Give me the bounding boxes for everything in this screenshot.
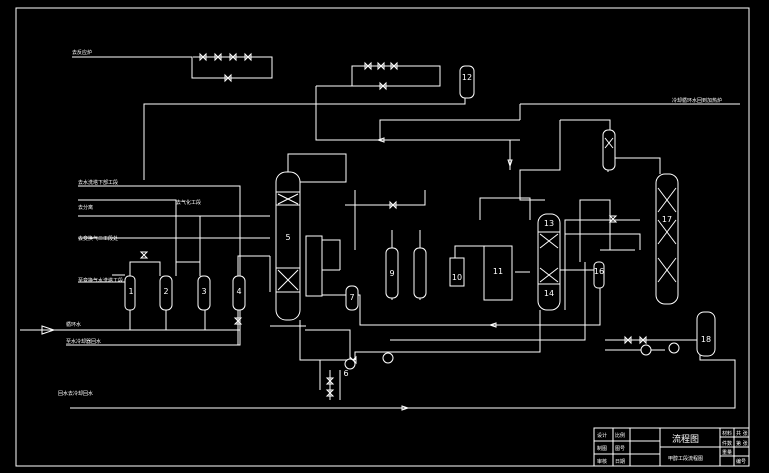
title-cell-weight: 重量 <box>722 449 732 456</box>
title-cell-sheet-no: 第 张 <box>736 440 748 447</box>
equipment <box>124 65 716 370</box>
piping <box>20 56 740 409</box>
title-cell-review: 审核 <box>597 458 607 465</box>
unit-16: 16 <box>594 267 604 276</box>
unit-12: 12 <box>462 73 472 82</box>
drawing-border <box>15 7 750 467</box>
stream-label-shift-gas: 去变换气二工段处 <box>78 235 118 242</box>
unit-9: 9 <box>389 269 394 278</box>
title-cell-drawing: 制图 <box>597 445 607 452</box>
stream-label-wash-tower: 去水洗塔下部工段 <box>78 179 118 186</box>
stream-label-to-reactor: 去反应炉 <box>72 49 92 56</box>
title-cell-material: 材料 <box>722 430 732 437</box>
unit-7: 7 <box>349 293 354 302</box>
unit-3: 3 <box>201 287 206 296</box>
stream-label-circulating-water: 循环水 <box>66 321 81 328</box>
unit-18: 18 <box>701 335 711 344</box>
title-cell-code: 编号 <box>736 458 746 465</box>
title-cell-scale: 比例 <box>615 432 625 439</box>
stream-label-cooling-return: 冷却循环水回到加热炉 <box>672 97 722 104</box>
title-cell-date: 日期 <box>615 459 625 465</box>
unit-4: 4 <box>236 287 241 296</box>
valves <box>139 52 647 397</box>
unit-17: 17 <box>662 215 672 224</box>
title-cell-number: 图号 <box>615 446 625 452</box>
title-cell-total-sheets: 共 张 <box>736 430 748 437</box>
stream-label-cooling-return-bottom: 回水去冷却回水 <box>58 390 93 397</box>
unit-6: 6 <box>343 369 348 378</box>
unit-14: 14 <box>544 289 554 298</box>
stream-label-shift-wash: 至变换气水洗塔工段 <box>78 277 123 284</box>
unit-10: 10 <box>452 273 462 282</box>
title-block: 流程图 甲醇工段流程图 设计 制图 审核 比例 图号 日期 材料 件数 重量 共… <box>593 427 750 467</box>
equipment-labels: 1 2 3 4 5 6 7 9 10 11 12 13 14 16 17 18 <box>128 73 711 378</box>
unit-2: 2 <box>163 287 168 296</box>
title-block-subtitle: 甲醇工段流程图 <box>668 455 703 462</box>
stream-label-gasification: 去气化工段 <box>176 199 201 206</box>
title-cell-design: 设计 <box>597 432 607 439</box>
unit-11: 11 <box>493 267 503 276</box>
unit-1: 1 <box>128 287 133 296</box>
stream-label-separation: 去分离 <box>78 204 93 211</box>
unit-5: 5 <box>285 233 290 242</box>
title-block-title: 流程图 <box>672 433 699 445</box>
stream-label-cooler-return: 至水冷却器回水 <box>66 338 101 345</box>
stream-labels: 去反应炉 冷却循环水回到加热炉 去水洗塔下部工段 去分离 去气化工段 去变换气二… <box>58 49 722 397</box>
unit-13: 13 <box>544 219 554 228</box>
flow-arrows <box>41 137 513 411</box>
title-cell-quantity: 件数 <box>722 440 732 447</box>
